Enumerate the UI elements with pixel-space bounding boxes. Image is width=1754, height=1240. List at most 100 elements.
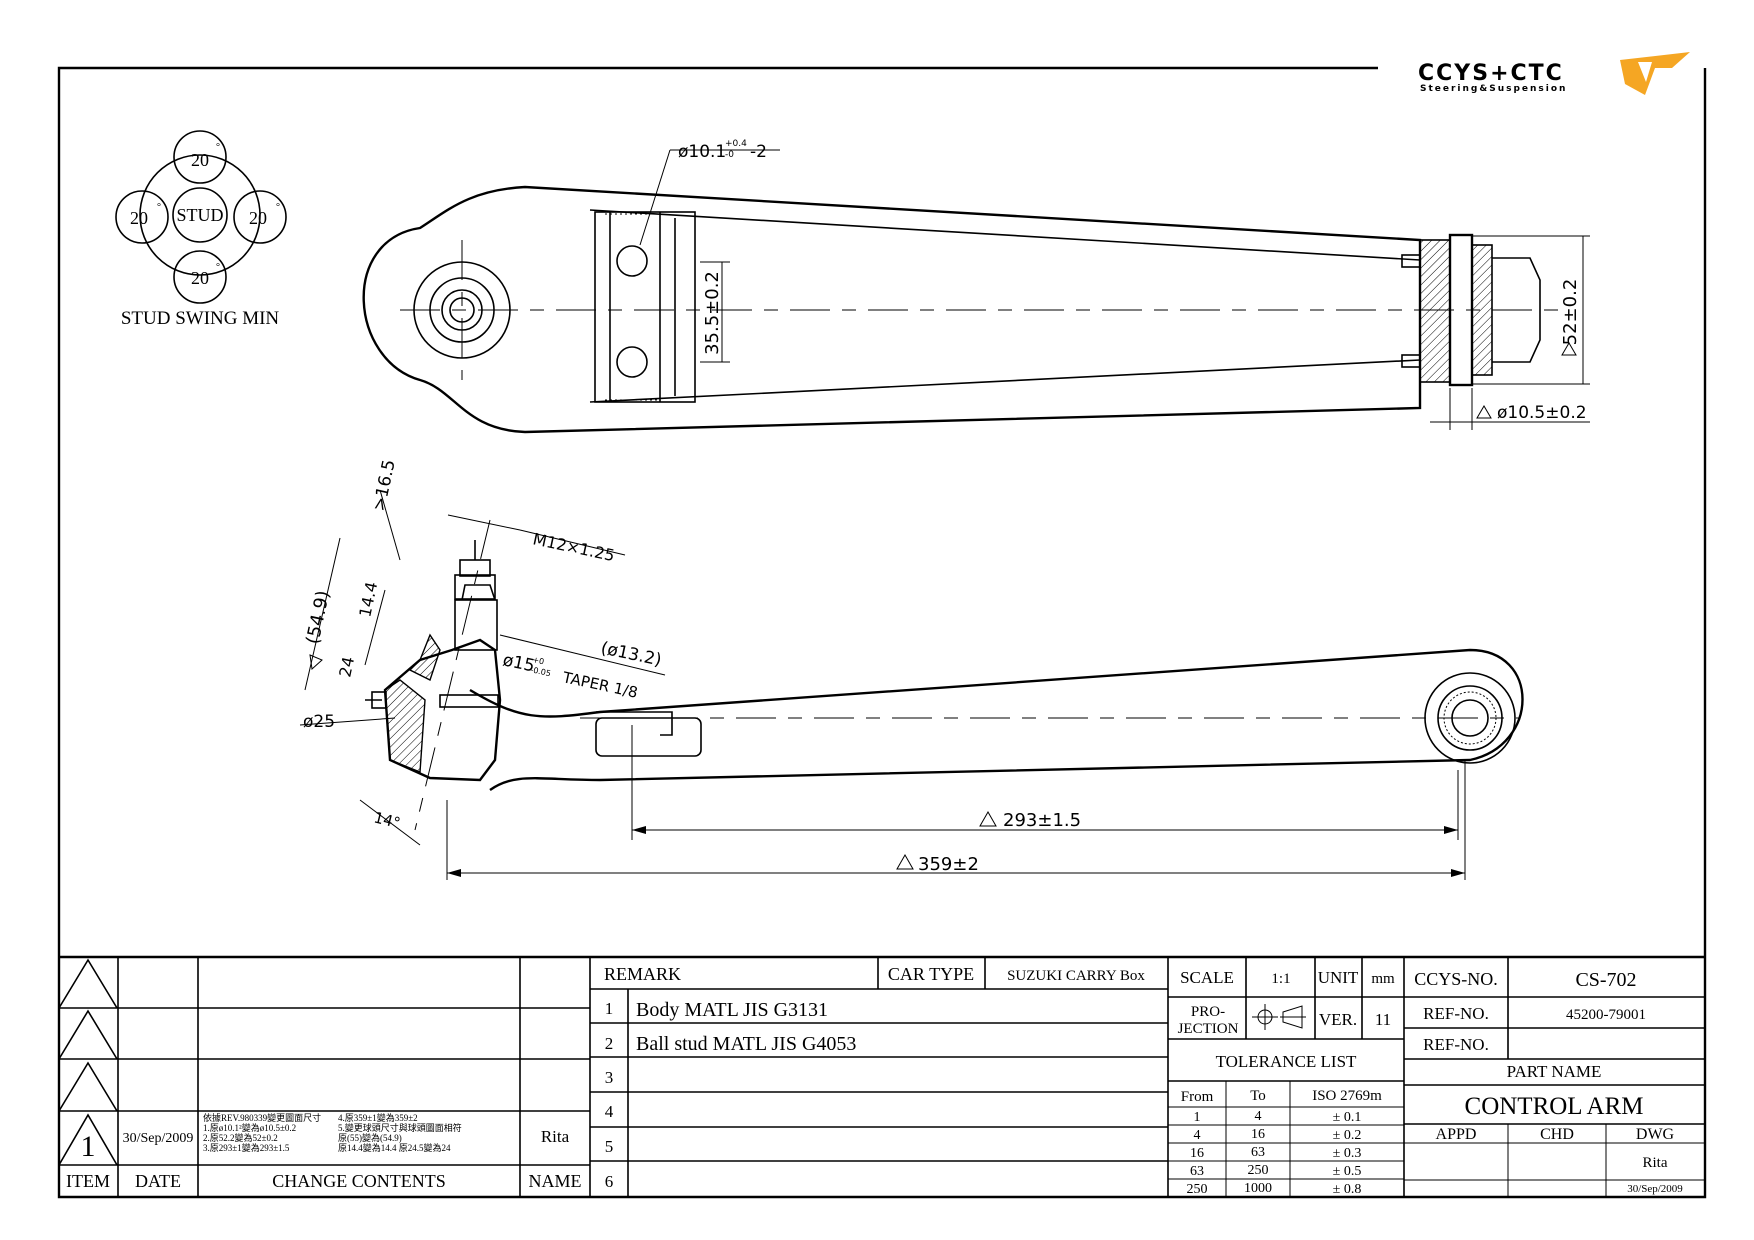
ccys-no-value: CS-702 <box>1575 969 1636 991</box>
tol-to: 63 <box>1251 1145 1265 1160</box>
scale-value: 1:1 <box>1271 971 1290 987</box>
hole-qty-dim: -2 <box>750 142 767 162</box>
tol-header-to: To <box>1250 1088 1266 1104</box>
tolerance-title: TOLERANCE LIST <box>1216 1052 1357 1071</box>
d13-dim: (ø13.2) <box>599 638 663 670</box>
remark-row-no: 6 <box>605 1172 614 1191</box>
remark-row-no: 5 <box>605 1137 614 1156</box>
svg-text:°: ° <box>216 142 220 153</box>
tol-value: ± 0.8 <box>1333 1182 1362 1197</box>
remark-row-no: 2 <box>605 1034 614 1053</box>
tol-value: ± 0.2 <box>1333 1128 1362 1143</box>
revision-mark: 1 <box>81 1130 96 1163</box>
hole-pitch-dim: 35.5±0.2 <box>702 271 723 355</box>
swing-angle-top: 20 <box>191 150 209 170</box>
part-name-label: PART NAME <box>1507 1062 1602 1081</box>
appd-label: APPD <box>1436 1126 1477 1143</box>
rev-note-r3: 原(55)變為(54.9) <box>338 1132 402 1143</box>
remark-block: REMARK CAR TYPE SUZUKI CARRY Box 1 Body … <box>604 964 1145 1191</box>
rev-note-l4: 3.原293±1變為293±1.5 <box>203 1142 290 1153</box>
rev-note-r4: 原14.4變為14.4 原24.5變為24 <box>338 1142 451 1153</box>
logo-tagline: Steering&Suspension <box>1420 84 1567 94</box>
rev-note-r2: 5.變更球頭尺寸與球頭圖面相符 <box>338 1122 462 1133</box>
tol-value: ± 0.5 <box>1333 1164 1362 1179</box>
remark-row-no: 4 <box>605 1102 614 1121</box>
taper-dim: TAPER 1/8 <box>560 668 639 702</box>
top-view: ø10.1 +0.4 -0 -2 35.5±0.2 52±0.2 ø10.5±0… <box>362 139 1590 434</box>
total-height-dim: (54.9) <box>302 589 334 646</box>
drawing-border <box>57 66 1707 1199</box>
tolerance-rows: 1 4 ± 0.1 4 16 ± 0.2 16 63 ± 0.3 63 250 … <box>1187 1109 1362 1197</box>
tol-to: 4 <box>1255 1109 1262 1124</box>
part-name-value: CONTROL ARM <box>1465 1093 1644 1120</box>
logo-mark-cut <box>1638 62 1652 82</box>
rev-note-r1: 4.原359±1變為359±2 <box>338 1112 418 1123</box>
remark-row-no: 3 <box>605 1068 614 1087</box>
ref-no-value: 45200-79001 <box>1566 1007 1646 1023</box>
side-view: >16.5 M12×1.25 (54.9) 14.4 24 (ø13.2) ø1… <box>299 458 1524 880</box>
item-header: ITEM <box>66 1171 110 1191</box>
dwg-date: 30/Sep/2009 <box>1627 1183 1683 1195</box>
unit-value: mm <box>1371 971 1395 987</box>
tol-value: ± 0.1 <box>1333 1110 1362 1125</box>
ref-no-2-label: REF-NO. <box>1423 1035 1489 1054</box>
bush-od-dim: 52±0.2 <box>1560 279 1581 346</box>
hole-tol-dn: -0 <box>725 150 734 160</box>
stud-swing-caption: STUD SWING MIN <box>121 308 280 329</box>
title-block-grid <box>58 955 1705 1197</box>
name-header: NAME <box>529 1171 582 1191</box>
swing-angle-bottom: 20 <box>191 268 209 288</box>
ver-label: VER. <box>1319 1010 1357 1029</box>
revision-block: 1 30/Sep/2009 依據REV.980339變更圖面尺寸 1.原ø10.… <box>66 1112 582 1191</box>
tol-from: 250 <box>1187 1182 1208 1197</box>
change-contents-header: CHANGE CONTENTS <box>272 1171 446 1191</box>
rev-note-l2: 1.原ø10.1²變為ø10.5±0.2 <box>203 1122 296 1133</box>
taper-tol-up: +0 <box>532 655 545 666</box>
ref-no-label: REF-NO. <box>1423 1004 1489 1023</box>
spec-block: SCALE 1:1 UNIT mm PRO- JECTION VER. 11 T… <box>1178 968 1395 1197</box>
thread-dim: M12×1.25 <box>531 529 616 565</box>
svg-text:°: ° <box>276 202 280 213</box>
rev-note-l1: 依據REV.980339變更圖面尺寸 <box>203 1112 321 1123</box>
tol-to: 1000 <box>1244 1181 1272 1196</box>
bush-id-dim: ø10.5±0.2 <box>1497 403 1587 423</box>
swing-angle-left: 20 <box>130 208 148 228</box>
tol-from: 63 <box>1190 1164 1204 1179</box>
hole-dia-dim: ø10.1 <box>678 142 726 162</box>
stud-len-dim: >16.5 <box>369 458 399 513</box>
revision-name: Rita <box>541 1127 570 1146</box>
tol-header-iso: ISO 2769m <box>1312 1088 1382 1104</box>
hole-tol-up: +0.4 <box>725 139 747 149</box>
tol-from: 16 <box>1190 1146 1204 1161</box>
dwg-name: Rita <box>1643 1155 1668 1171</box>
stud-swing-diagram: STUD 20 20 20 20 ° ° ° ° STUD SWING MIN <box>115 130 287 329</box>
car-type-value: SUZUKI CARRY Box <box>1007 968 1145 984</box>
swing-angle-right: 20 <box>249 208 267 228</box>
remark-title: REMARK <box>604 964 681 984</box>
stud-label: STUD <box>176 205 223 225</box>
revision-date: 30/Sep/2009 <box>123 1131 194 1146</box>
tol-from: 4 <box>1194 1128 1201 1143</box>
remark-row-text: Body MATL JIS G3131 <box>636 999 828 1021</box>
logo-mark-icon <box>1620 52 1690 95</box>
remark-row-text: Ball stud MATL JIS G4053 <box>636 1033 856 1055</box>
tol-header-from: From <box>1181 1089 1214 1105</box>
d25-dim: ø25 <box>303 712 335 732</box>
remark-row-no: 1 <box>605 999 614 1018</box>
taper-tol-dn: -0.05 <box>530 665 552 678</box>
date-header: DATE <box>135 1171 181 1191</box>
rev-note-l3: 2.原52.2變為52±0.2 <box>203 1132 278 1143</box>
logo-brand: CCYS+CTC <box>1418 61 1564 86</box>
projection-label-1: PRO- <box>1191 1004 1225 1020</box>
dwg-label: DWG <box>1636 1126 1675 1143</box>
scale-label: SCALE <box>1180 968 1234 987</box>
d24-dim: 24 <box>335 655 358 679</box>
tol-to: 250 <box>1248 1163 1269 1178</box>
chd-label: CHD <box>1540 1126 1574 1143</box>
unit-label: UNIT <box>1318 968 1359 987</box>
tol-value: ± 0.3 <box>1333 1146 1362 1161</box>
projection-label-2: JECTION <box>1178 1021 1239 1037</box>
svg-text:°: ° <box>157 202 161 213</box>
ver-value: 11 <box>1375 1010 1391 1029</box>
